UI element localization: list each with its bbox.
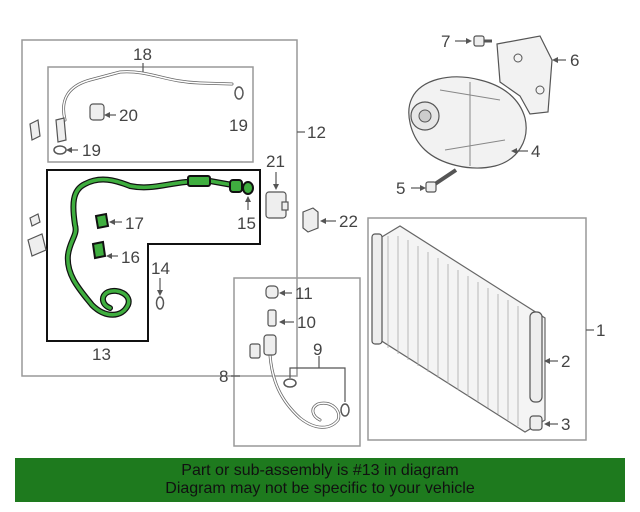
discharge-hose-9[interactable] bbox=[249, 334, 350, 429]
callout-14: 14 bbox=[151, 259, 170, 278]
callout-1: 1 bbox=[596, 321, 605, 340]
receiver-21[interactable] bbox=[265, 172, 289, 219]
bracket-22[interactable] bbox=[302, 207, 336, 233]
callout-8: 8 bbox=[219, 367, 228, 386]
callout-13: 13 bbox=[92, 345, 111, 364]
callout-21: 21 bbox=[266, 152, 285, 171]
service-valve-16[interactable] bbox=[91, 240, 118, 260]
plug-3[interactable] bbox=[529, 415, 558, 431]
service-cap-17[interactable] bbox=[94, 212, 122, 230]
condenser-1[interactable] bbox=[371, 225, 546, 433]
callout-11: 11 bbox=[295, 284, 313, 303]
callout-5: 5 bbox=[396, 179, 405, 198]
group-box-8 bbox=[233, 277, 361, 447]
callout-labels: 1 2 3 4 5 6 7 8 9 10 11 12 13 14 15 16 1… bbox=[82, 32, 605, 434]
banner-line-2: Diagram may not be specific to your vehi… bbox=[165, 480, 475, 497]
group-box-1 bbox=[367, 217, 587, 441]
callout-3: 3 bbox=[561, 415, 570, 434]
callout-19-upper: 19 bbox=[229, 116, 248, 135]
callout-7: 7 bbox=[441, 32, 450, 51]
cap-11[interactable] bbox=[265, 285, 292, 299]
o-ring-19-lower[interactable] bbox=[53, 145, 78, 155]
o-ring-15[interactable] bbox=[242, 181, 254, 210]
group-box-18 bbox=[47, 66, 254, 163]
info-banner: Part or sub-assembly is #13 in diagram D… bbox=[15, 458, 625, 502]
valve-core-10[interactable] bbox=[267, 309, 294, 327]
callout-15: 15 bbox=[237, 214, 256, 233]
callout-10: 10 bbox=[297, 313, 316, 332]
bracket-clip-left-lower bbox=[27, 213, 47, 257]
ac-hose-assembly-13[interactable] bbox=[64, 175, 243, 318]
ac-tube-18 bbox=[62, 63, 234, 122]
bracket-6[interactable] bbox=[496, 35, 566, 115]
callout-6: 6 bbox=[570, 51, 579, 70]
callout-12: 12 bbox=[307, 123, 326, 142]
group-box-13 bbox=[46, 169, 261, 342]
bolt-7[interactable] bbox=[455, 35, 492, 47]
o-ring-19-upper[interactable] bbox=[234, 86, 244, 100]
bracket-clip-left-upper bbox=[29, 117, 67, 143]
callout-2: 2 bbox=[561, 352, 570, 371]
callout-9: 9 bbox=[313, 340, 322, 359]
o-ring-14[interactable] bbox=[155, 278, 165, 310]
callout-4: 4 bbox=[531, 142, 540, 161]
group-box-12 bbox=[21, 39, 298, 377]
callout-20: 20 bbox=[119, 106, 138, 125]
fitting-20[interactable] bbox=[89, 103, 116, 121]
callout-22: 22 bbox=[339, 212, 358, 231]
callout-16: 16 bbox=[121, 248, 140, 267]
bolt-5[interactable] bbox=[411, 168, 458, 193]
receiver-drier-2[interactable] bbox=[529, 311, 558, 403]
banner-line-1: Part or sub-assembly is #13 in diagram bbox=[181, 462, 459, 479]
compressor-4[interactable] bbox=[408, 76, 528, 169]
callout-18: 18 bbox=[133, 45, 152, 64]
callout-17: 17 bbox=[125, 214, 144, 233]
callout-19-lower: 19 bbox=[82, 141, 101, 160]
